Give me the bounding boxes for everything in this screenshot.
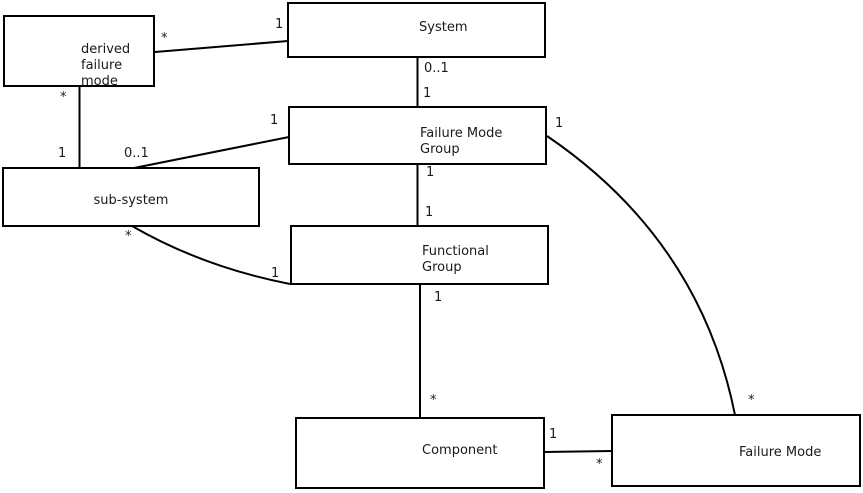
node-label: derived failure mode — [81, 42, 131, 89]
node-failure-mode: Failure Mode — [611, 414, 861, 487]
edge-sub-system--functional-group — [131, 225, 291, 285]
multiplicity-label: * — [748, 393, 755, 408]
edge-component--failure-mode — [543, 450, 613, 453]
node-failure-mode-group: Failure Mode Group — [288, 106, 547, 165]
node-functional-group: Functional Group — [290, 225, 549, 285]
multiplicity-label: 1 — [549, 427, 558, 442]
node-component: Component — [295, 417, 545, 489]
node-label: Failure Mode — [739, 445, 822, 460]
node-label: Failure Mode Group — [420, 126, 503, 157]
node-label: sub-system — [93, 193, 169, 208]
node-sub-system: sub-system — [2, 167, 260, 227]
node-label: Functional Group — [422, 244, 489, 275]
multiplicity-label: * — [60, 90, 67, 105]
edge-derived-failure-mode--system — [154, 40, 289, 53]
multiplicity-label: * — [596, 457, 603, 472]
node-derived-failure-mode: derived failure mode — [3, 15, 155, 89]
multiplicity-label: 0..1 — [124, 146, 149, 161]
multiplicity-label: 0..1 — [424, 61, 449, 76]
node-system: System — [287, 2, 546, 58]
multiplicity-label: 1 — [425, 205, 434, 220]
edge-failure-mode-group--failure-mode — [546, 135, 736, 416]
multiplicity-label: * — [125, 229, 132, 244]
multiplicity-label: * — [430, 393, 437, 408]
multiplicity-label: 1 — [58, 146, 67, 161]
multiplicity-label: 1 — [434, 290, 443, 305]
node-label: System — [419, 20, 468, 35]
node-label: Component — [422, 443, 498, 458]
multiplicity-label: 1 — [555, 116, 564, 131]
multiplicity-label: 1 — [271, 266, 280, 281]
multiplicity-label: * — [161, 31, 168, 46]
multiplicity-label: 1 — [275, 17, 284, 32]
multiplicity-label: 1 — [426, 165, 435, 180]
edge-sub-system--failure-mode-group — [133, 136, 290, 169]
multiplicity-label: 1 — [423, 86, 432, 101]
multiplicity-label: 1 — [270, 113, 279, 128]
